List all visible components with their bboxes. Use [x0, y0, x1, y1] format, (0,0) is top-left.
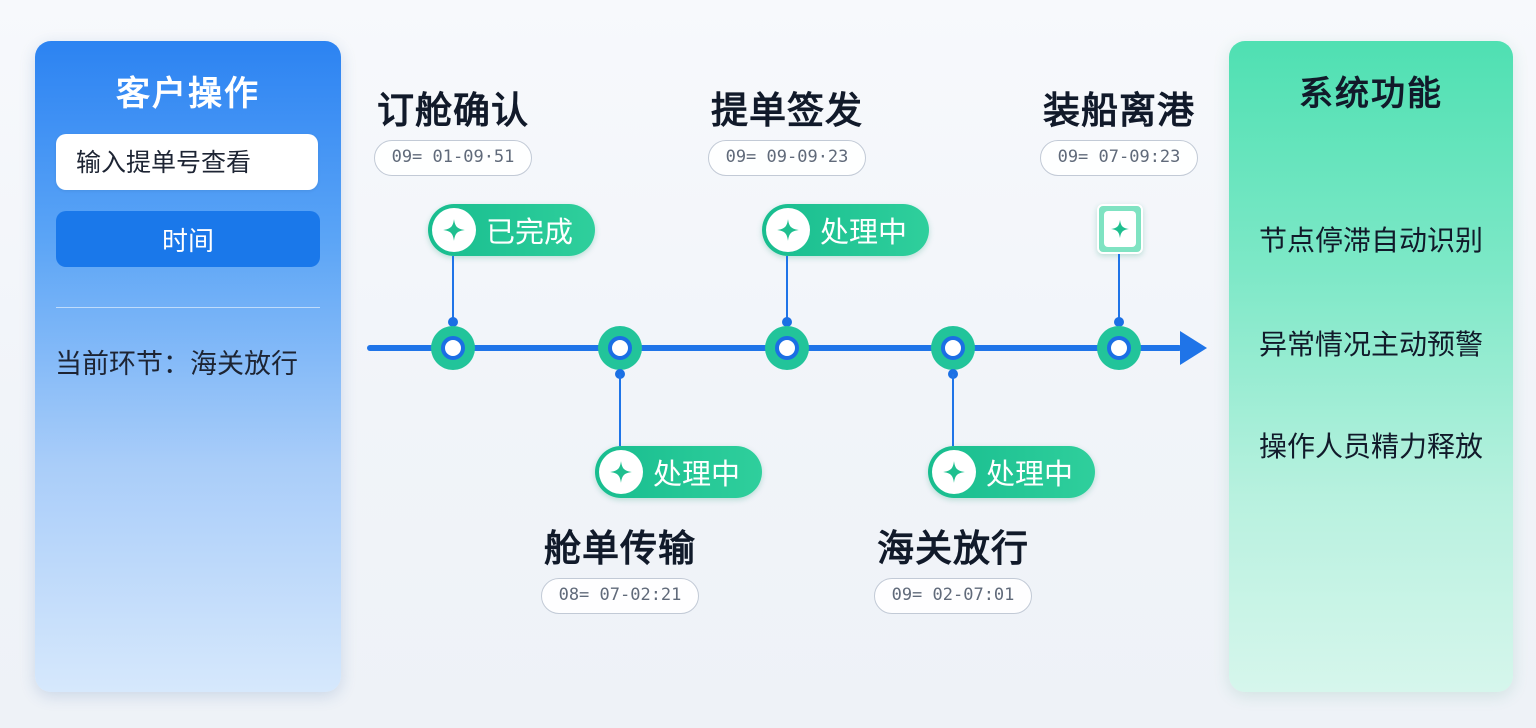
step-1-connector-dot: [448, 317, 458, 327]
step-4-node[interactable]: [931, 326, 975, 370]
step-1-status-label: 已完成: [486, 215, 574, 249]
step-1-connector: [452, 256, 454, 322]
customer-operations-panel: 客户操作 时间 当前环节：海关放行: [35, 41, 341, 692]
step-3-status-pill[interactable]: 处理中: [762, 204, 929, 256]
step-2-connector: [619, 374, 621, 446]
step-3-title: 提单签发: [711, 89, 863, 132]
step-2-node[interactable]: [598, 326, 642, 370]
step-5-status-badge[interactable]: [1097, 204, 1143, 254]
step-5-time: 09= 07-09:23: [1040, 140, 1198, 176]
step-4-title: 海关放行: [877, 527, 1029, 570]
step-3-connector-dot: [782, 317, 792, 327]
step-1-node-core: [441, 336, 465, 360]
sparkle-icon: [599, 450, 643, 494]
sparkle-icon: [1104, 211, 1136, 247]
step-1-time: 09= 01-09·51: [374, 140, 532, 176]
step-4-status-label: 处理中: [986, 457, 1074, 491]
step-4-time: 09= 02-07:01: [874, 578, 1032, 614]
step-3-connector: [786, 256, 788, 322]
step-5-connector: [1118, 254, 1120, 322]
time-button[interactable]: 时间: [56, 211, 320, 267]
arrow-right-icon: [1180, 331, 1207, 365]
step-3-node[interactable]: [765, 326, 809, 370]
feature-item: 操作人员精力释放: [1258, 430, 1483, 463]
bill-of-lading-search-input[interactable]: [74, 146, 318, 178]
system-panel-title: 系统功能: [1299, 74, 1443, 114]
step-5-node[interactable]: [1097, 326, 1141, 370]
step-3-node-core: [775, 336, 799, 360]
step-2-title: 舱单传输: [544, 527, 696, 570]
current-stage-value: 海关放行: [190, 349, 298, 380]
feature-item: 异常情况主动预警: [1258, 328, 1483, 361]
sparkle-icon: [932, 450, 976, 494]
step-1-title: 订舱确认: [377, 89, 529, 132]
step-2-time: 08= 07-02:21: [541, 578, 699, 614]
step-1-status-pill[interactable]: 已完成: [428, 204, 595, 256]
step-5-title: 装船离港: [1043, 89, 1195, 132]
step-3-status-label: 处理中: [820, 215, 908, 249]
sparkle-icon: [432, 208, 476, 252]
step-5-connector-dot: [1114, 317, 1124, 327]
step-2-status-label: 处理中: [653, 457, 741, 491]
step-4-status-pill[interactable]: 处理中: [928, 446, 1095, 498]
step-4-connector: [952, 374, 954, 446]
step-4-node-core: [941, 336, 965, 360]
system-functions-panel: 系统功能 节点停滞自动识别 异常情况主动预警 操作人员精力释放: [1229, 41, 1513, 692]
feature-item: 节点停滞自动识别: [1258, 224, 1483, 257]
customer-panel-title: 客户操作: [116, 74, 260, 114]
step-3-time: 09= 09-09·23: [708, 140, 866, 176]
bill-of-lading-search-box[interactable]: [56, 134, 318, 190]
current-stage-line: 当前环节：海关放行: [55, 342, 298, 381]
step-1-node[interactable]: [431, 326, 475, 370]
step-2-status-pill[interactable]: 处理中: [595, 446, 762, 498]
step-2-node-core: [608, 336, 632, 360]
panel-divider: [56, 307, 320, 308]
current-stage-label: 当前环节: [55, 349, 163, 380]
step-5-node-core: [1107, 336, 1131, 360]
sparkle-icon: [766, 208, 810, 252]
current-stage-separator: ：: [163, 349, 190, 380]
